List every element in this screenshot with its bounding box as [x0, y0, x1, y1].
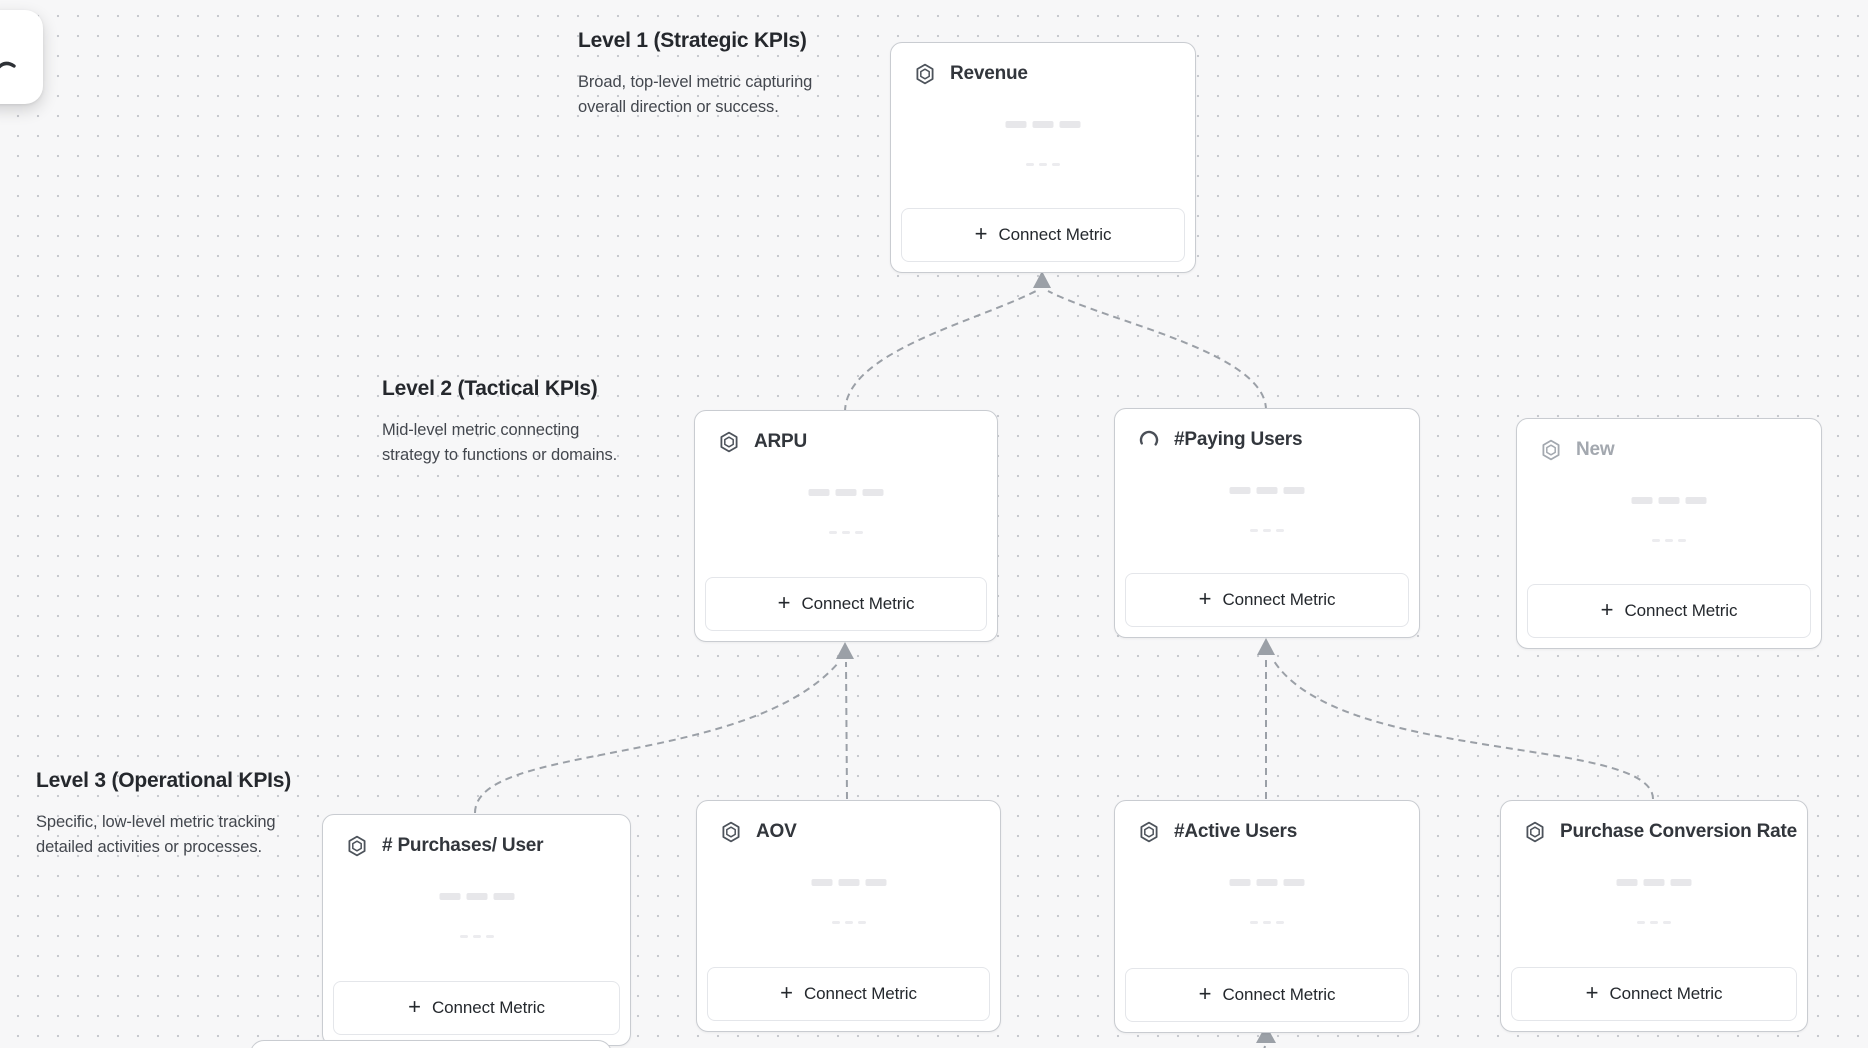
hexagon-icon [913, 62, 937, 86]
hexagon-icon [345, 834, 369, 858]
level-3-label: Level 3 (Operational KPIs) Specific, low… [36, 766, 304, 860]
hexagon-icon [1539, 438, 1563, 462]
skeleton-placeholder [1616, 879, 1692, 886]
connect-metric-button[interactable]: + Connect Metric [333, 981, 620, 1035]
metric-card-new[interactable]: New + Connect Metric [1516, 418, 1822, 649]
card-title: #Active Users [1174, 821, 1298, 842]
skeleton-placeholder [1637, 921, 1671, 924]
spinner-icon [1137, 428, 1161, 452]
hexagon-icon [1523, 820, 1547, 844]
hexagon-icon [717, 430, 741, 454]
level-2-title: Level 2 (Tactical KPIs) [382, 377, 598, 400]
plus-icon: + [1585, 980, 1599, 1005]
skeleton-placeholder [1026, 163, 1060, 166]
skeleton-placeholder [829, 531, 863, 534]
edge-aov-to-arpu [845, 661, 848, 800]
skeleton-placeholder [1652, 539, 1686, 542]
arrowhead-arpu [836, 642, 854, 659]
skeleton-placeholder [831, 921, 866, 924]
skeleton-placeholder [1631, 497, 1707, 504]
metric-card-arpu[interactable]: ARPU + Connect Metric [694, 410, 998, 642]
connect-metric-button[interactable]: + Connect Metric [1527, 584, 1811, 638]
connect-metric-button[interactable]: + Connect Metric [901, 208, 1185, 262]
skeleton-placeholder [1250, 529, 1284, 532]
metric-card-active-users[interactable]: #Active Users + Connect Metric [1114, 800, 1420, 1033]
connect-metric-label: Connect Metric [1609, 984, 1723, 1003]
skeleton-placeholder [439, 893, 514, 900]
connect-metric-label: Connect Metric [998, 225, 1112, 244]
edge-paying-users-to-revenue [1047, 290, 1267, 411]
level-2-label: Level 2 (Tactical KPIs) Mid-level metric… [382, 374, 640, 468]
card-title: ARPU [754, 431, 808, 452]
edge-purchases-to-arpu [474, 661, 840, 814]
connect-metric-button[interactable]: + Connect Metric [1511, 967, 1797, 1021]
plus-icon: + [780, 980, 793, 1005]
plus-icon: + [1600, 597, 1614, 622]
hexagon-icon [1137, 820, 1161, 844]
connect-metric-label: Connect Metric [803, 984, 917, 1003]
connect-metric-label: Connect Metric [1222, 985, 1336, 1004]
connect-metric-label: Connect Metric [801, 594, 915, 613]
plus-icon: + [1198, 586, 1212, 611]
connect-metric-button[interactable]: + Connect Metric [705, 577, 987, 631]
arrowhead-paying-users [1257, 638, 1275, 655]
metric-card-paying-users[interactable]: #Paying Users + Connect Metric [1114, 408, 1420, 638]
connect-metric-button[interactable]: + Connect Metric [707, 967, 990, 1021]
plus-icon: + [777, 590, 791, 615]
plus-icon: + [974, 221, 988, 246]
metric-card-purchase-conversion-rate[interactable]: Purchase Conversion Rate + Connect Metri… [1500, 800, 1808, 1032]
plus-icon: + [408, 994, 421, 1019]
plus-icon: + [1198, 981, 1212, 1006]
metric-card-revenue[interactable]: Revenue + Connect Metric [890, 42, 1196, 273]
skeleton-placeholder [1229, 487, 1305, 494]
card-title: Purchase Conversion Rate [1560, 821, 1798, 842]
skeleton-placeholder [1005, 121, 1081, 128]
connect-metric-label: Connect Metric [1222, 590, 1336, 609]
metric-card-partial[interactable] [250, 1040, 612, 1048]
skeleton-placeholder [811, 879, 886, 886]
card-title: AOV [756, 821, 797, 842]
card-title: # Purchases/ User [382, 835, 544, 856]
card-title: New [1576, 439, 1615, 460]
skeleton-placeholder [459, 935, 494, 938]
level-3-title: Level 3 (Operational KPIs) [36, 769, 292, 792]
toolbar-button[interactable] [0, 10, 43, 104]
connect-metric-label: Connect Metric [1624, 601, 1738, 620]
connect-metric-button[interactable]: + Connect Metric [1125, 573, 1409, 627]
skeleton-placeholder [808, 489, 884, 496]
metric-card-aov[interactable]: AOV + Connect Metric [696, 800, 1001, 1032]
level-1-description: Broad, top-level metric capturing overal… [578, 73, 813, 116]
level-1-title: Level 1 (Strategic KPIs) [578, 29, 807, 52]
cursor-flick-icon [0, 61, 16, 69]
level-2-description: Mid-level metric connecting strategy to … [382, 421, 618, 464]
edge-pcr-to-paying-users [1271, 657, 1654, 800]
card-title: #Paying Users [1174, 429, 1303, 450]
connect-metric-label: Connect Metric [431, 998, 545, 1017]
skeleton-placeholder [1229, 879, 1305, 886]
hexagon-icon [719, 820, 743, 844]
level-1-label: Level 1 (Strategic KPIs) Broad, top-leve… [578, 26, 840, 120]
skeleton-placeholder [1250, 921, 1284, 924]
level-3-description: Specific, low-level metric tracking deta… [36, 813, 276, 856]
card-title: Revenue [950, 63, 1028, 84]
arrowhead-revenue [1033, 271, 1051, 288]
edge-arpu-to-revenue [844, 290, 1037, 413]
connect-metric-button[interactable]: + Connect Metric [1125, 968, 1409, 1022]
metric-card-purchases-per-user[interactable]: # Purchases/ User + Connect Metric [322, 814, 631, 1046]
